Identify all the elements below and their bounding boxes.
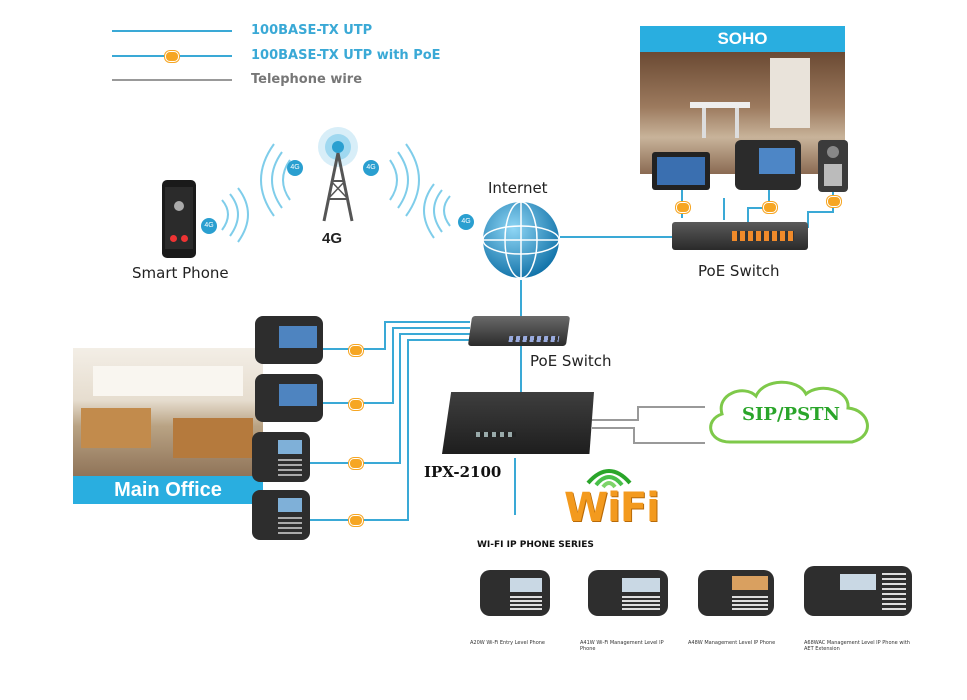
wifi-logo: WiFi <box>564 485 660 531</box>
ip-phone-icon <box>252 432 310 482</box>
smart-phone-label: Smart Phone <box>132 264 229 282</box>
wifi-icon <box>586 469 632 489</box>
desktop-phone-icon <box>652 152 710 190</box>
main-poe-switch-label: PoE Switch <box>530 352 612 370</box>
poe-badge-icon <box>349 399 363 410</box>
ipx-label: IPX-2100 <box>424 463 502 481</box>
door-phone-icon <box>818 140 848 192</box>
signal-badge-icon: 4G <box>287 160 303 176</box>
wifi-phone-caption: A68WAC Management Level IP Phone with AE… <box>804 640 910 652</box>
poe-badge-icon <box>349 345 363 356</box>
ip-phone-icon <box>252 490 310 540</box>
wifi-series-title: WI-FI IP PHONE SERIES <box>477 540 594 550</box>
wifi-phone-caption: A41W Wi-Fi Management Level IP Phone <box>580 640 664 652</box>
signal-badge-icon: 4G <box>363 160 379 176</box>
soho-wire-2 <box>747 190 770 222</box>
legend-utp-label: 100BASE-TX UTP <box>251 23 373 38</box>
poe-badge-icon <box>827 196 841 207</box>
ip-phone-icon <box>255 374 323 422</box>
main-poe-switch-icon <box>467 316 571 346</box>
sip-pstn-label: SIP/PSTN <box>742 404 840 425</box>
cell-tower-icon <box>318 127 358 222</box>
globe-icon <box>482 201 560 279</box>
soho-poe-switch-label: PoE Switch <box>698 262 780 280</box>
poe-badge-icon <box>676 202 690 213</box>
wifi-phone-caption: A48W Management Level IP Phone <box>688 640 776 646</box>
cloud-icon <box>709 380 869 444</box>
wifi-phone-icon <box>804 566 912 616</box>
legend-telephone-label: Telephone wire <box>251 72 363 87</box>
poe-badge-icon <box>349 515 363 526</box>
poe-badge-icon <box>349 458 363 469</box>
poe-badge-icon <box>165 51 179 62</box>
signal-badge-icon: 4G <box>201 218 217 234</box>
signal-badge-icon: 4G <box>458 214 474 230</box>
soho-banner: SOHO <box>640 26 845 52</box>
ip-phone-icon <box>255 316 323 364</box>
wifi-phone-icon <box>698 570 774 616</box>
wifi-phone-icon <box>588 570 668 616</box>
ipx-2100-device-icon <box>442 392 594 454</box>
tower-label: 4G <box>322 230 343 247</box>
smart-phone-icon <box>162 180 196 258</box>
main-office-photo <box>73 348 263 478</box>
soho-poe-switch-icon <box>672 222 808 250</box>
wifi-phone-caption: A20W Wi-Fi Entry Level Phone <box>470 640 546 646</box>
wifi-phone-icon <box>480 570 550 616</box>
poe-badge-icon <box>763 202 777 213</box>
main-office-banner: Main Office <box>73 476 263 504</box>
internet-label: Internet <box>488 179 548 197</box>
legend-poe-label: 100BASE-TX UTP with PoE <box>251 48 441 63</box>
video-phone-icon <box>735 140 801 190</box>
